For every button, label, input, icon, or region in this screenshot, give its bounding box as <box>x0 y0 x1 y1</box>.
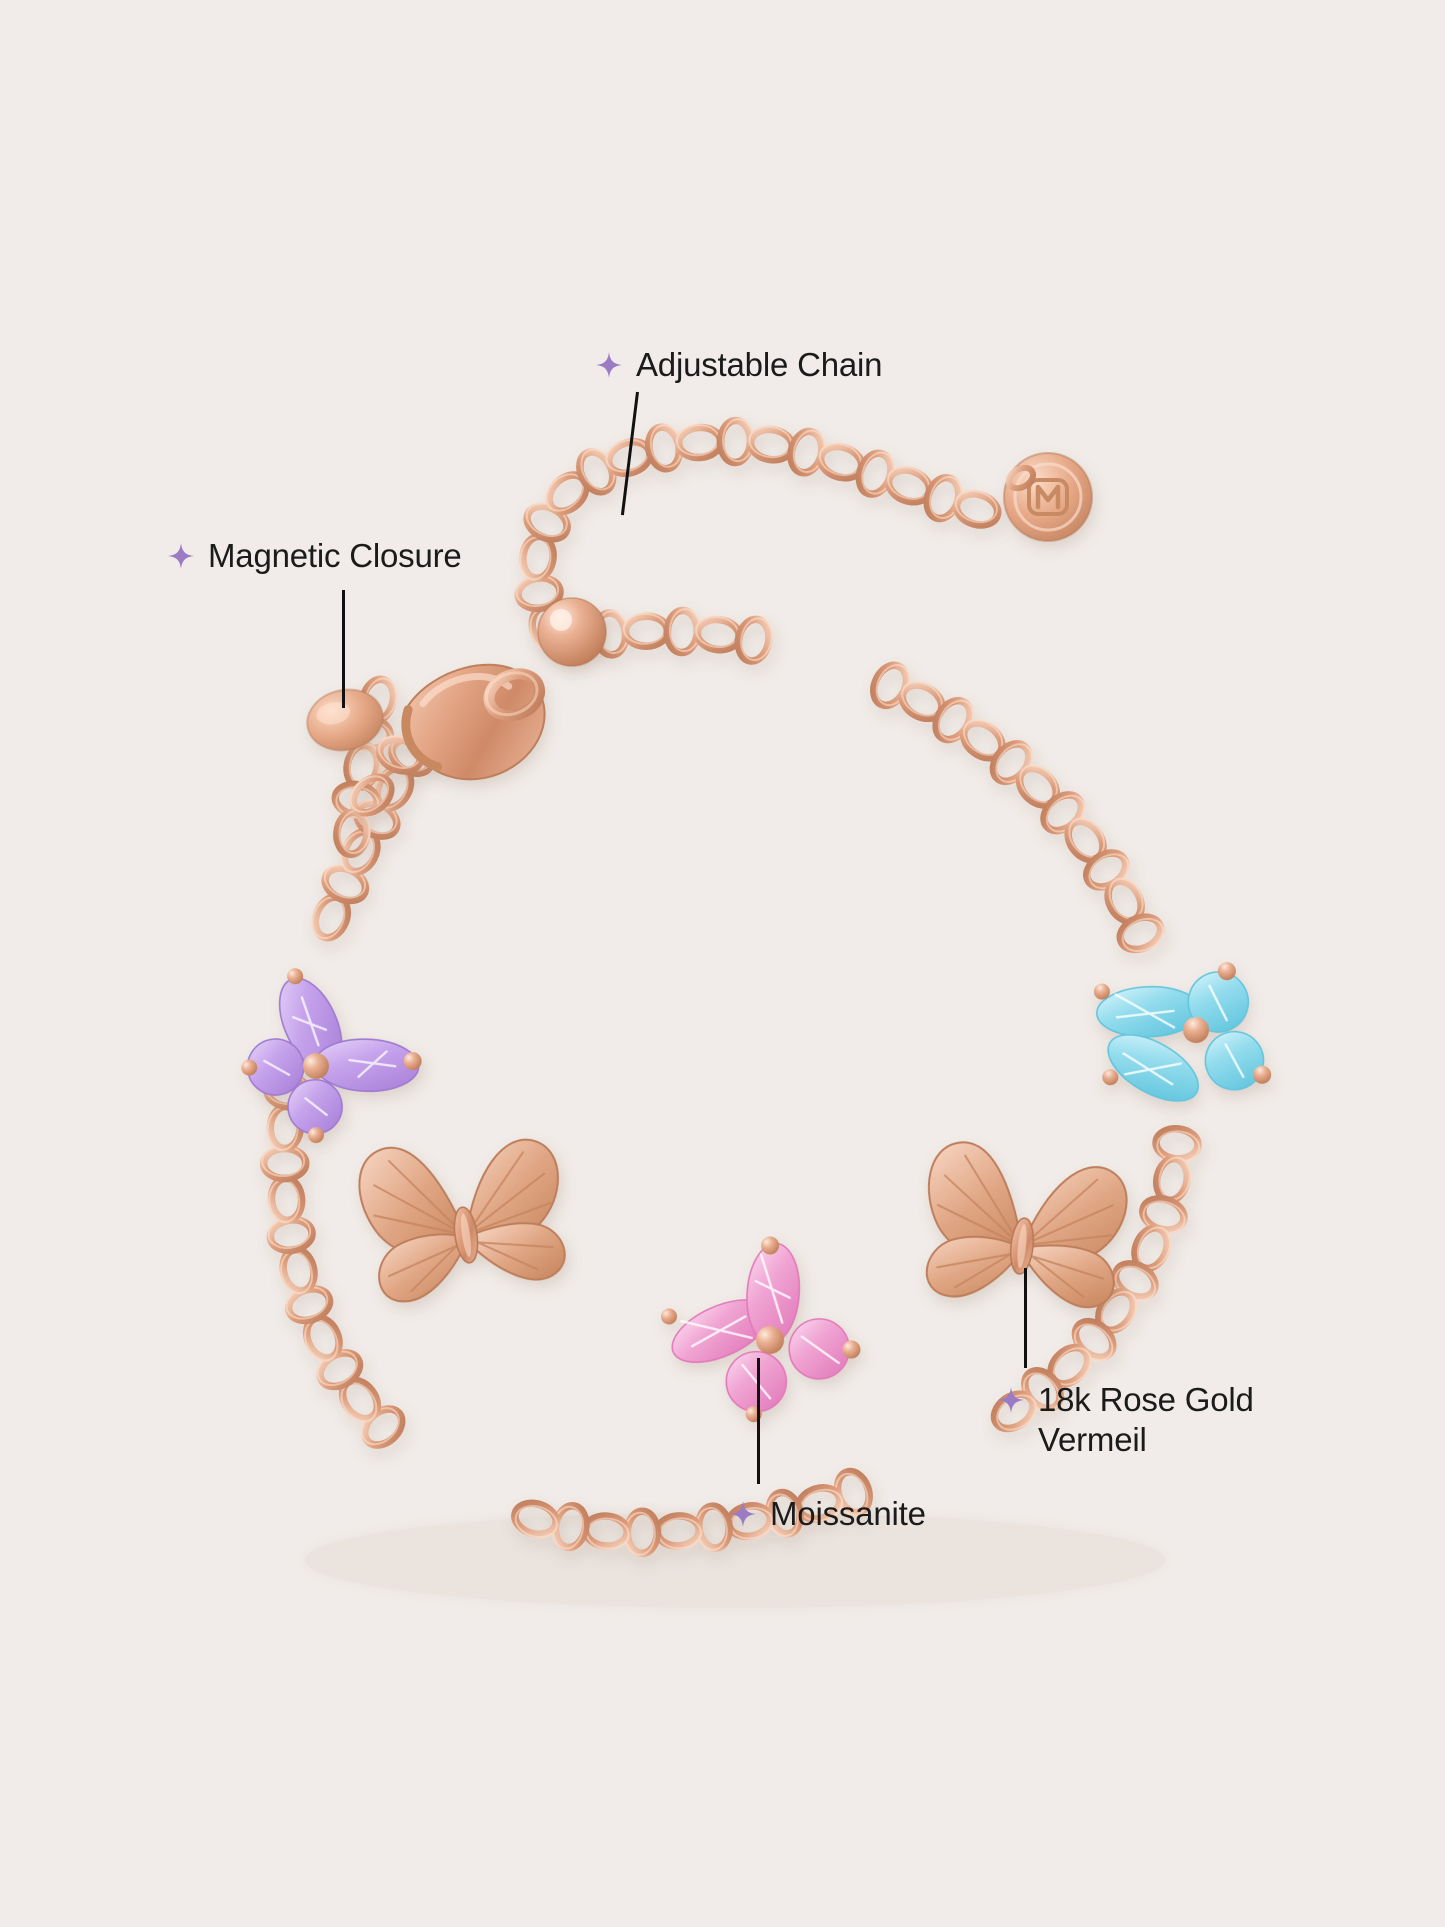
leader-line-rose-gold-vermeil <box>1024 1268 1027 1368</box>
callout-rose-gold-vermeil: 18k Rose Gold Vermeil <box>998 1380 1254 1461</box>
callout-label: Adjustable Chain <box>636 346 883 383</box>
aqua-gem-butterfly <box>1093 962 1272 1102</box>
lobster-clasp <box>401 663 546 781</box>
solid-butterfly-left <box>358 1138 566 1303</box>
callout-label: 18k Rose Gold Vermeil <box>1038 1381 1254 1459</box>
sparkle-icon <box>998 1387 1024 1413</box>
sparkle-icon <box>596 352 622 378</box>
leader-line-magnetic-closure <box>342 590 345 708</box>
leader-line-moissanite <box>757 1358 760 1484</box>
callout-moissanite: Moissanite <box>730 1494 926 1534</box>
clasp-assembly <box>306 597 607 821</box>
callout-label: Moissanite <box>770 1495 926 1532</box>
sparkle-icon <box>168 543 194 569</box>
callout-magnetic-closure: Magnetic Closure <box>168 536 462 576</box>
adjustable-slider-bead <box>537 597 607 667</box>
sparkle-icon <box>730 1501 756 1527</box>
purple-gem-butterfly <box>241 968 422 1144</box>
brand-charm-tag <box>1003 452 1093 542</box>
pink-gem-butterfly <box>660 1236 861 1423</box>
oval-end-disc <box>306 688 384 752</box>
solid-butterfly-right <box>925 1141 1128 1309</box>
callout-label: Magnetic Closure <box>208 537 462 574</box>
callout-adjustable-chain: Adjustable Chain <box>596 345 883 385</box>
